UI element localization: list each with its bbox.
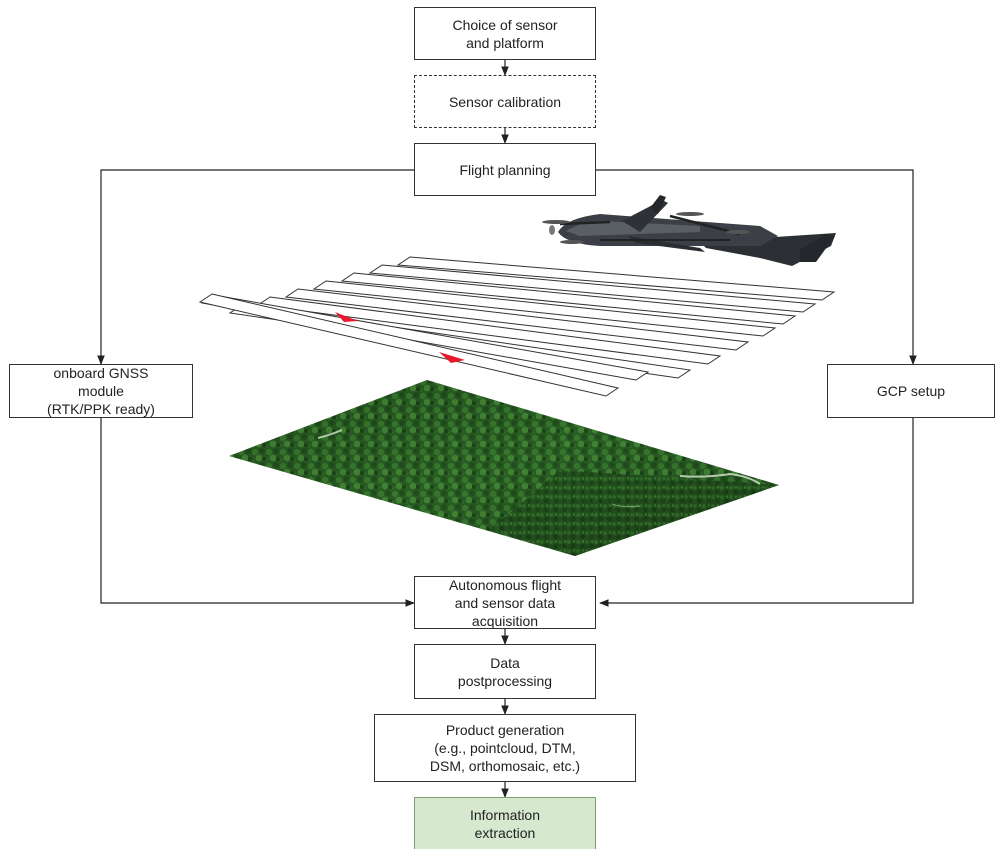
arrow-gcp-to-autonomous	[599, 418, 914, 607]
flight-planning-label: Flight planning	[459, 161, 551, 178]
gnss-module-label: onboard GNSS module (RTK/PPK ready)	[47, 365, 155, 417]
flight-direction-arrow	[439, 352, 465, 363]
choice-of-sensor-label: Choice of sensor and platform	[452, 16, 558, 51]
forest-orthomosaic-illustration	[229, 380, 779, 556]
product-generation-title: Product generation	[445, 722, 565, 738]
flight-direction-arrow	[335, 312, 358, 322]
information-extraction-label: Information extraction	[469, 806, 541, 841]
data-postprocessing-node: Data postprocessing	[414, 644, 596, 699]
sensor-calibration-label: Sensor calibration	[448, 93, 562, 110]
autonomous-flight-node: Autonomous flight and sensor data acquis…	[414, 576, 596, 629]
flight-planning-node: Flight planning	[414, 143, 596, 196]
product-generation-detail: (e.g., pointcloud, DTM, DSM, orthomosaic…	[429, 740, 581, 774]
sensor-calibration-node: Sensor calibration	[414, 75, 596, 128]
arrow-planning-to-gcp	[596, 169, 917, 365]
information-extraction-node: Information extraction	[414, 797, 596, 849]
autonomous-flight-label: Autonomous flight and sensor data acquis…	[448, 576, 562, 629]
arrow-gnss-to-autonomous	[100, 418, 415, 607]
connectors	[97, 60, 917, 798]
gnss-module-node: onboard GNSS module (RTK/PPK ready)	[9, 364, 193, 418]
arrow-planning-to-gnss	[97, 169, 416, 365]
fixed-wing-vtol-drone-illustration	[542, 195, 836, 266]
choice-of-sensor-node: Choice of sensor and platform	[414, 7, 596, 60]
product-generation-node: Product generation (e.g., pointcloud, DT…	[374, 714, 636, 782]
gcp-setup-node: GCP setup	[827, 364, 995, 418]
flight-line-pattern-illustration	[198, 256, 836, 397]
data-postprocessing-label: Data postprocessing	[457, 654, 553, 689]
gcp-setup-label: GCP setup	[876, 383, 946, 399]
